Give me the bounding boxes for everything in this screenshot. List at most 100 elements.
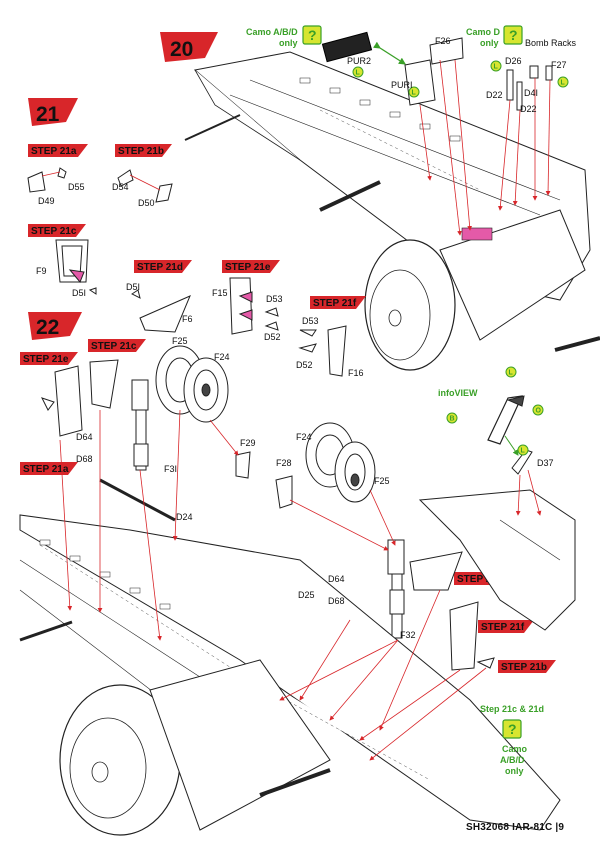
part-f27: F27: [551, 60, 567, 70]
camo-abd-note: Camo A/B/D: [246, 27, 298, 37]
step22-gear-doors: [41, 359, 119, 437]
part-d25: D25: [298, 590, 315, 600]
svg-text:22: 22: [36, 316, 59, 339]
svg-text:O: O: [536, 408, 542, 415]
bomb-rack-parts: [506, 65, 553, 111]
part-f6: F6: [182, 314, 193, 324]
part-d64-b: D64: [328, 574, 345, 584]
page-footer: SH32068 IAR-81C |9: [466, 822, 565, 833]
glue-badges: L L L L L B O L: [352, 60, 569, 456]
step22-strut-right: [387, 539, 405, 639]
part-labels: PUR2 PURI F26 D26 F27 D22 D4I D22 D55 D4…: [36, 36, 567, 640]
step-21a-label: STEP 21a: [28, 144, 88, 157]
svg-text:L: L: [561, 80, 566, 87]
part-d41: D4I: [524, 88, 538, 98]
step22-strut-left: [131, 379, 149, 471]
camo-only-label: only: [505, 766, 524, 776]
svg-text:21: 21: [36, 103, 60, 126]
part-d50: D50: [138, 198, 155, 208]
page-number: 9: [558, 822, 565, 833]
svg-text:STEP 21f: STEP 21f: [481, 622, 525, 633]
svg-text:STEP 21b: STEP 21b: [501, 662, 547, 673]
part-f31: F3I: [164, 464, 177, 474]
question-icon: ?: [502, 719, 522, 739]
lower-engine-cowling: [59, 659, 331, 836]
part-d53-b: D53: [302, 316, 319, 326]
part-d51-a: D5I: [72, 288, 86, 298]
step-21b-label: STEP 21b: [115, 144, 172, 157]
step-21f-label: STEP 21f: [310, 296, 366, 309]
part-d52-b: D52: [296, 360, 313, 370]
svg-text:L: L: [412, 90, 417, 97]
step-21c-ref-label: STEP 21c: [88, 339, 146, 352]
step-21b-parts: [117, 169, 173, 203]
svg-text:B: B: [450, 416, 455, 423]
step-21d-parts: [131, 289, 191, 333]
lower-wing-drawing: [19, 514, 561, 831]
step-22-marker: 22: [28, 312, 82, 340]
part-d68-b: D68: [328, 596, 345, 606]
svg-text:STEP 21d: STEP 21d: [137, 262, 183, 273]
step-21b-ref-label: STEP 21b: [498, 660, 556, 673]
step-21a-ref-label: STEP 21a: [20, 462, 78, 475]
camo-abd-label: A/B/D: [500, 755, 525, 765]
svg-text:L: L: [494, 64, 499, 71]
step22-leaders: [59, 409, 487, 761]
svg-text:STEP 21c: STEP 21c: [31, 226, 77, 237]
footer-model: IAR-81C: [512, 822, 553, 833]
svg-text:?: ?: [508, 721, 517, 737]
camo-abd-only: only: [279, 38, 298, 48]
step-21c-21d-note: Step 21c & 21d: [480, 704, 544, 714]
svg-text:L: L: [521, 448, 526, 455]
step-20-marker: 20: [160, 32, 218, 62]
svg-text:?: ?: [308, 27, 317, 43]
part-f32: F32: [400, 630, 416, 640]
part-d22-b: D22: [520, 104, 537, 114]
part-f24-b: F24: [296, 432, 312, 442]
step22-wheel-left: [155, 345, 229, 423]
part-d52-a: D52: [264, 332, 281, 342]
step-21f-parts: [298, 325, 347, 377]
part-pur2: PUR2: [347, 56, 371, 66]
part-f16: F16: [348, 368, 364, 378]
part-d26: D26: [505, 56, 522, 66]
part-d22-a: D22: [486, 90, 503, 100]
svg-text:L: L: [509, 370, 514, 377]
step22-part-f29: [235, 451, 251, 479]
step20-leaders: [419, 59, 551, 236]
upper-cannon-barrels: [184, 114, 600, 352]
part-d51-b: D5I: [126, 282, 140, 292]
svg-text:STEP 21c: STEP 21c: [91, 341, 137, 352]
camo-d-only: only: [480, 38, 499, 48]
svg-text:STEP 21a: STEP 21a: [31, 146, 77, 157]
part-d68-a: D68: [76, 454, 93, 464]
svg-text:STEP 21a: STEP 21a: [23, 464, 69, 475]
part-d54: D54: [112, 182, 129, 192]
step-21e-label: STEP 21e: [222, 260, 280, 273]
svg-text:L: L: [356, 70, 361, 77]
part-d37: D37: [537, 458, 554, 468]
part-f24-a: F24: [214, 352, 230, 362]
svg-text:20: 20: [170, 38, 193, 61]
bomb-racks-label: Bomb Racks: [525, 38, 577, 48]
question-icon: ?: [503, 25, 523, 45]
part-d64-a: D64: [76, 432, 93, 442]
camo-label: Camo: [502, 744, 528, 754]
svg-text:STEP 21b: STEP 21b: [118, 146, 164, 157]
step22-part-f28: [275, 475, 293, 509]
upper-engine-cowling: [364, 209, 586, 371]
part-f26: F26: [435, 36, 451, 46]
part-d24: D24: [176, 512, 193, 522]
step-21f-ref-label: STEP 21f: [478, 620, 534, 633]
footer-code: SH32068: [466, 822, 510, 833]
part-f9: F9: [36, 266, 47, 276]
step-21a-parts: [27, 167, 67, 193]
infoview-detail: [487, 395, 542, 516]
svg-text:STEP 21e: STEP 21e: [23, 354, 69, 365]
svg-text:STEP 21e: STEP 21e: [225, 262, 271, 273]
part-d49: D49: [38, 196, 55, 206]
lower-cannon-barrels: [19, 620, 331, 797]
part-f25-b: F25: [374, 476, 390, 486]
step22-axle-rod: [99, 478, 176, 522]
